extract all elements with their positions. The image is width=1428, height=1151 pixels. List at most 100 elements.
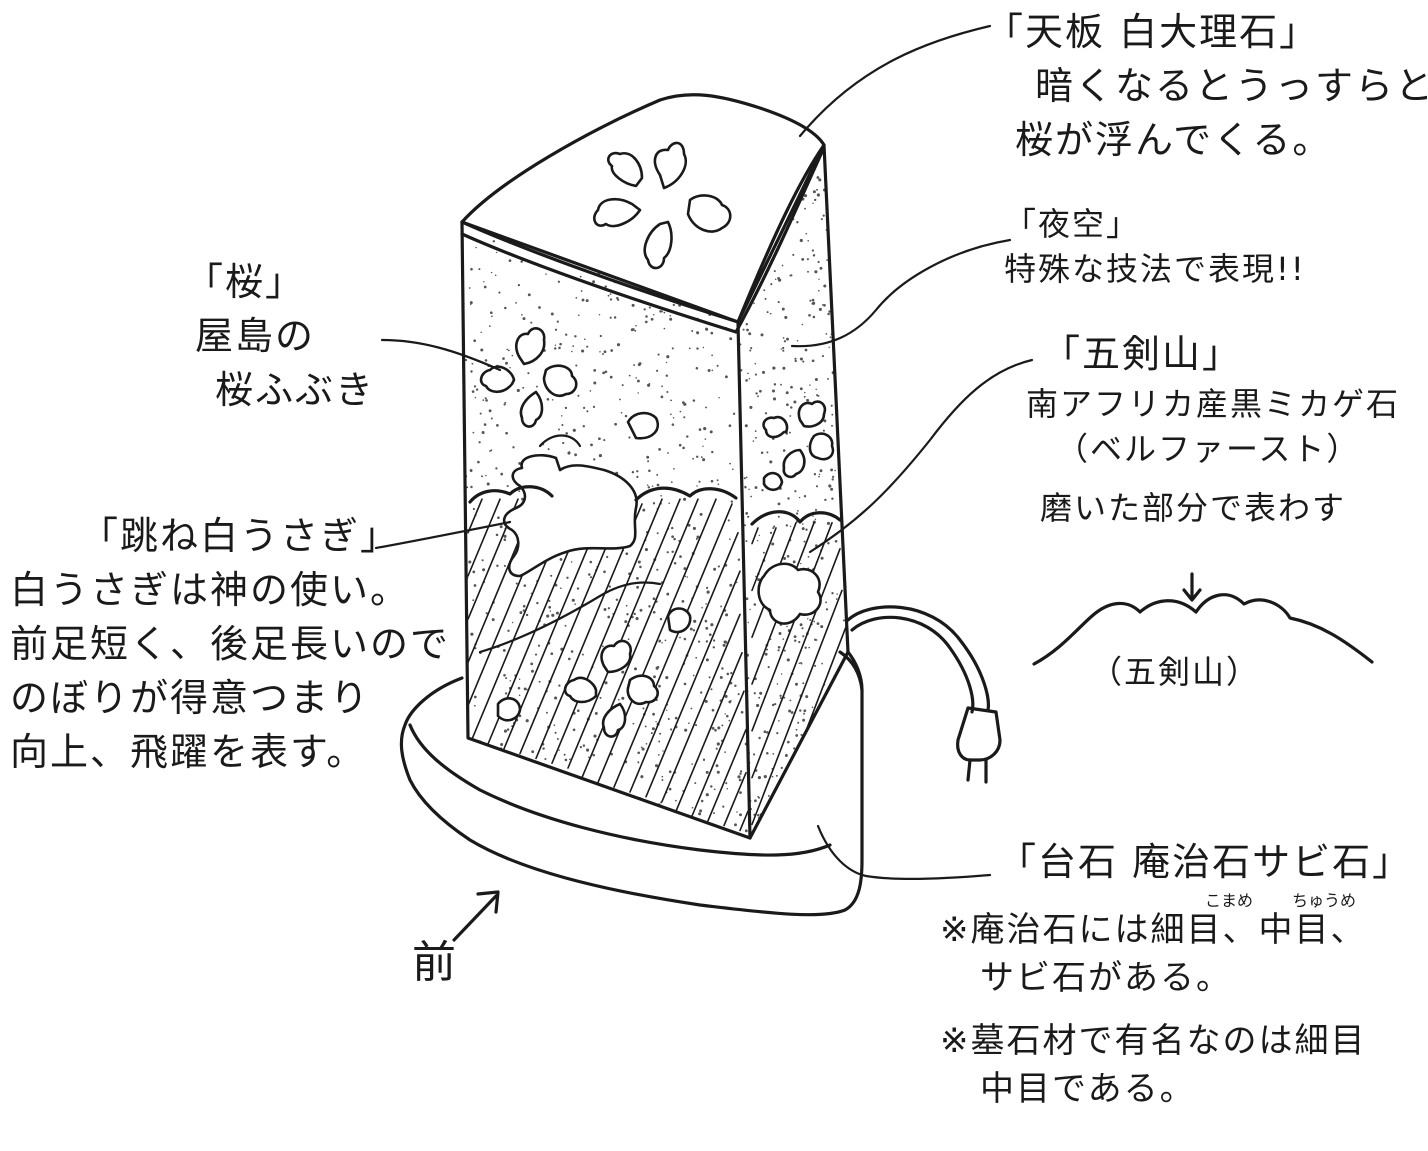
granite-speck [671, 423, 675, 426]
granite-speck [674, 799, 677, 802]
granite-speck [495, 251, 498, 254]
granite-speck [511, 354, 514, 357]
granite-speck [788, 431, 791, 434]
granite-speck [835, 598, 838, 600]
granite-speck [710, 688, 713, 691]
granite-speck [767, 666, 770, 669]
granite-speck [523, 687, 527, 691]
hatch-stroke [675, 651, 743, 813]
granite-speck [481, 431, 485, 434]
granite-speck [747, 515, 750, 518]
granite-speck [819, 469, 823, 473]
granite-speck [557, 280, 561, 283]
granite-speck [560, 587, 562, 589]
granite-speck [831, 592, 834, 595]
granite-speck [504, 401, 507, 404]
usagi-line-3: のぼりが得意つまり [10, 675, 371, 720]
granite-speck [799, 623, 803, 627]
granite-speck [683, 402, 687, 406]
granite-speck [698, 428, 702, 431]
hatch-stroke [723, 771, 747, 827]
granite-speck [602, 353, 604, 355]
granite-speck [608, 585, 611, 588]
granite-speck [494, 274, 497, 277]
hatch-stroke [551, 498, 663, 765]
granite-speck [686, 435, 689, 438]
granite-speck [684, 728, 688, 732]
granite-speck [618, 698, 620, 701]
daiseki-line-4: 中目である。 [980, 1068, 1196, 1109]
granite-speck [778, 632, 782, 635]
granite-speck [633, 364, 636, 366]
granite-speck [711, 450, 714, 454]
granite-speck [820, 625, 824, 629]
sakura-line-1: 屋島の [195, 313, 316, 358]
granite-speck [637, 560, 641, 564]
granite-speck [786, 625, 788, 628]
granite-speck [754, 373, 757, 376]
granite-speck [742, 328, 745, 331]
granite-speck [570, 561, 573, 563]
granite-speck [599, 696, 602, 699]
granite-speck [767, 794, 770, 797]
granite-speck [682, 446, 685, 450]
granite-speck [749, 608, 751, 611]
granite-speck [801, 258, 805, 261]
granite-speck [707, 369, 711, 372]
granite-speck [827, 312, 830, 316]
granite-speck [710, 479, 714, 483]
granite-speck [789, 525, 792, 528]
granite-speck [761, 370, 766, 374]
granite-speck [803, 709, 807, 713]
granite-speck [483, 423, 487, 426]
granite-speck [823, 284, 827, 288]
granite-speck [473, 695, 477, 699]
granite-speck [647, 383, 651, 387]
granite-speck [673, 562, 677, 565]
granite-speck [558, 346, 561, 350]
granite-speck [691, 763, 693, 765]
granite-speck [562, 441, 565, 445]
granite-speck [613, 316, 617, 319]
granite-speck [724, 751, 726, 753]
granite-speck [586, 748, 590, 752]
granite-speck [621, 696, 625, 700]
granite-speck [471, 390, 475, 393]
granite-speck [813, 198, 817, 202]
gokenzan-title: 「五剣山」 [1042, 332, 1243, 376]
granite-speck [628, 374, 631, 377]
granite-speck [648, 605, 651, 608]
granite-speck [650, 317, 654, 321]
granite-speck [775, 774, 778, 777]
granite-speck [668, 770, 672, 773]
tenban-line-2: 桜が浮んでくる。 [1015, 117, 1333, 162]
granite-speck [645, 742, 648, 745]
granite-speck [728, 424, 732, 427]
granite-speck [648, 469, 651, 473]
granite-speck [660, 395, 664, 399]
granite-speck [759, 389, 762, 393]
granite-speck [526, 688, 528, 691]
granite-speck [748, 377, 751, 380]
granite-speck [700, 691, 703, 694]
granite-speck [758, 736, 761, 740]
granite-speck [609, 293, 612, 295]
granite-speck [745, 597, 749, 601]
granite-speck [782, 346, 785, 350]
granite-speck [800, 562, 802, 565]
granite-speck [507, 349, 510, 352]
granite-speck [688, 347, 691, 350]
granite-speck [715, 764, 719, 768]
granite-speck [485, 474, 487, 477]
granite-speck [565, 432, 568, 435]
granite-speck [722, 805, 725, 808]
granite-speck [786, 658, 790, 662]
granite-speck [803, 395, 806, 398]
granite-speck [804, 646, 807, 649]
granite-speck [695, 366, 699, 370]
granite-speck [774, 703, 777, 706]
granite-speck [681, 600, 685, 603]
granite-speck [745, 512, 749, 515]
granite-speck [705, 626, 709, 630]
granite-speck [672, 303, 675, 307]
